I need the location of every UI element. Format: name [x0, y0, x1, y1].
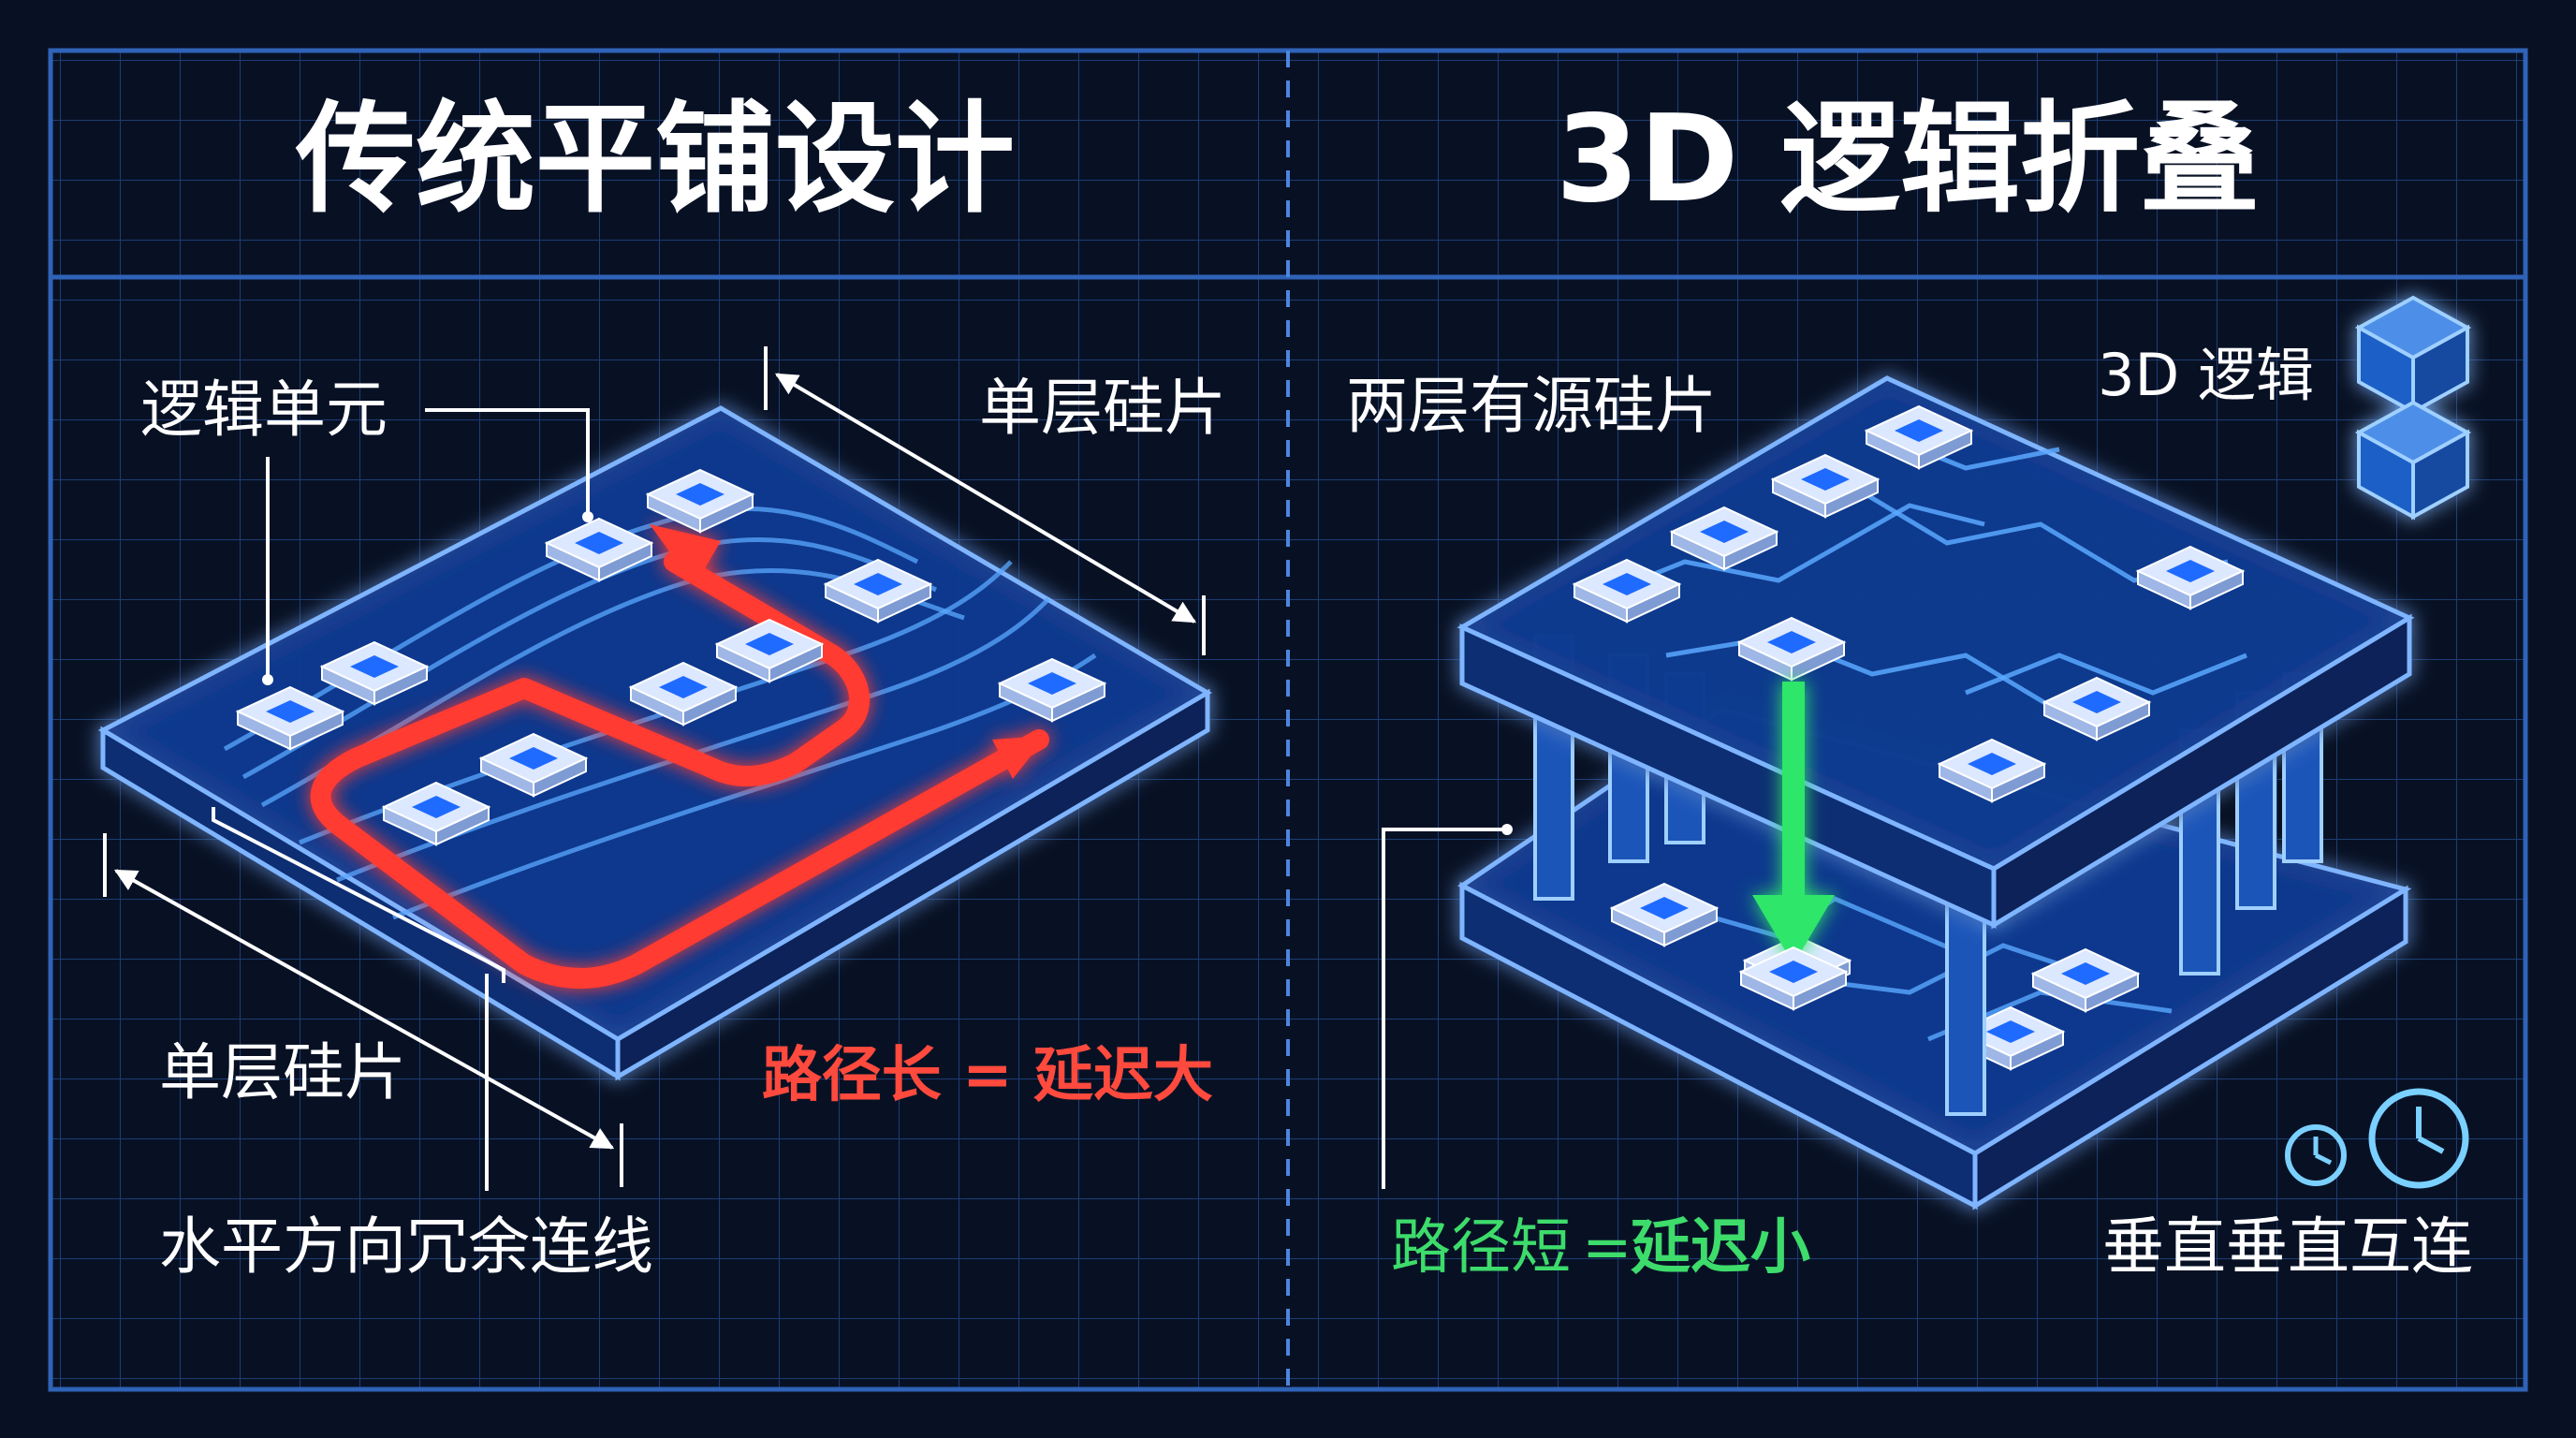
left-title: 传统平铺设计	[295, 90, 1015, 229]
redundant-wiring-label: 水平方向冗余连线	[159, 1211, 653, 1283]
two-layer-label: 两层有源硅片	[1346, 370, 1717, 442]
dimension-line-top	[774, 373, 1197, 624]
svg-text:=: =	[1582, 1213, 1632, 1283]
wiring-bracket	[212, 807, 505, 983]
vertical-interconnect-label: 垂直垂直互连	[2102, 1211, 2473, 1283]
right-title: 3D 逻辑折叠	[1556, 90, 2260, 229]
single-layer-label-top: 单层硅片	[979, 372, 1226, 444]
short-path-arrow	[1752, 682, 1835, 964]
svg-text:延迟小: 延迟小	[1631, 1213, 1810, 1283]
stacked-cubes-icon	[2354, 295, 2472, 521]
logic-unit-label: 逻辑单元	[140, 374, 388, 446]
callout-dot	[582, 511, 593, 522]
clock-icon	[2285, 1088, 2469, 1189]
top-silicon-layer	[1456, 375, 2415, 930]
single-layer-label-bottom: 单层硅片	[159, 1036, 406, 1108]
3d-logic-label: 3D 逻辑	[2098, 341, 2314, 409]
callout-dot	[1501, 824, 1513, 835]
callout-dot	[262, 674, 273, 685]
svg-text:路径短: 路径短	[1391, 1213, 1571, 1283]
layer-callout	[1382, 828, 1507, 1189]
logic-unit-callout	[425, 408, 590, 517]
dimension-line-bottom	[113, 869, 615, 1150]
long-path-text: 路径长 = 延迟大	[762, 1041, 1213, 1110]
short-path-text: 路径短 = 延迟小	[1391, 1213, 1810, 1283]
